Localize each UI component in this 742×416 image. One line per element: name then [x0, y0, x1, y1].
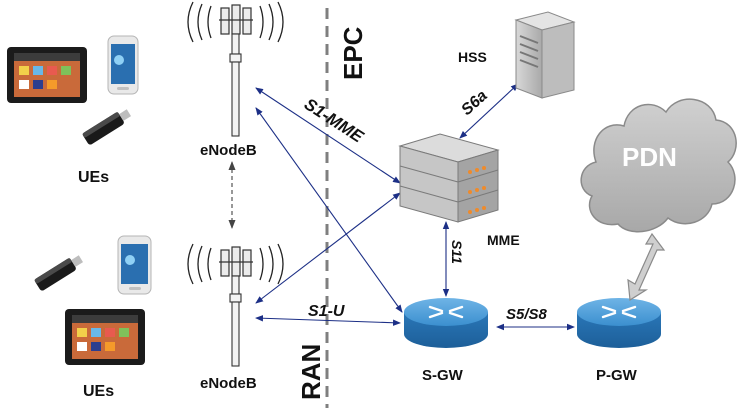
ue-top-label: UEs	[78, 169, 109, 186]
hss-label: HSS	[458, 49, 487, 65]
tablet-icon	[65, 309, 145, 365]
enodeb-tower-bottom: eNodeB	[187, 243, 284, 392]
usb-modem-icon	[34, 255, 84, 291]
antenna-icon	[219, 4, 253, 137]
smartphone-icon	[117, 235, 152, 295]
smartphone-icon	[107, 35, 139, 95]
enodeb-tower-top: eNodeB	[187, 1, 284, 159]
s11-label: S11	[449, 240, 465, 264]
pdn-cloud-icon: PDN	[580, 98, 737, 233]
pdn-label: PDN	[622, 142, 677, 172]
mme-label: MME	[487, 232, 520, 248]
pgw-label: P-GW	[596, 367, 638, 384]
links	[228, 83, 575, 331]
hss-server-icon	[514, 11, 576, 99]
ue-group-top: UEs	[7, 35, 139, 186]
ue-group-bottom: UEs	[34, 235, 152, 400]
radio-waves-icon	[187, 1, 284, 43]
epc-zone-label: EPC	[338, 26, 368, 80]
usb-modem-icon	[82, 109, 132, 145]
antenna-icon	[219, 246, 253, 367]
mme-server-icon	[398, 133, 500, 223]
link-mme-hss	[459, 83, 519, 139]
link-enb-top-sgw	[255, 107, 403, 313]
link-pgw-pdn	[627, 232, 666, 302]
ran-zone-label: RAN	[296, 344, 326, 400]
sgw-router-icon	[404, 298, 488, 348]
enodeb-top-label: eNodeB	[200, 142, 257, 159]
enodeb-bottom-label: eNodeB	[200, 375, 257, 392]
sgw-label: S-GW	[422, 367, 464, 384]
s5-s8-label: S5/S8	[506, 306, 548, 323]
s1-u-label: S1-U	[308, 303, 345, 320]
tablet-icon	[7, 47, 87, 103]
radio-waves-icon	[187, 243, 284, 285]
ue-bottom-label: UEs	[83, 383, 114, 400]
link-enb-bottom-sgw	[255, 315, 401, 326]
link-enb-bottom-mme	[255, 192, 401, 304]
pgw-router-icon	[577, 298, 661, 348]
